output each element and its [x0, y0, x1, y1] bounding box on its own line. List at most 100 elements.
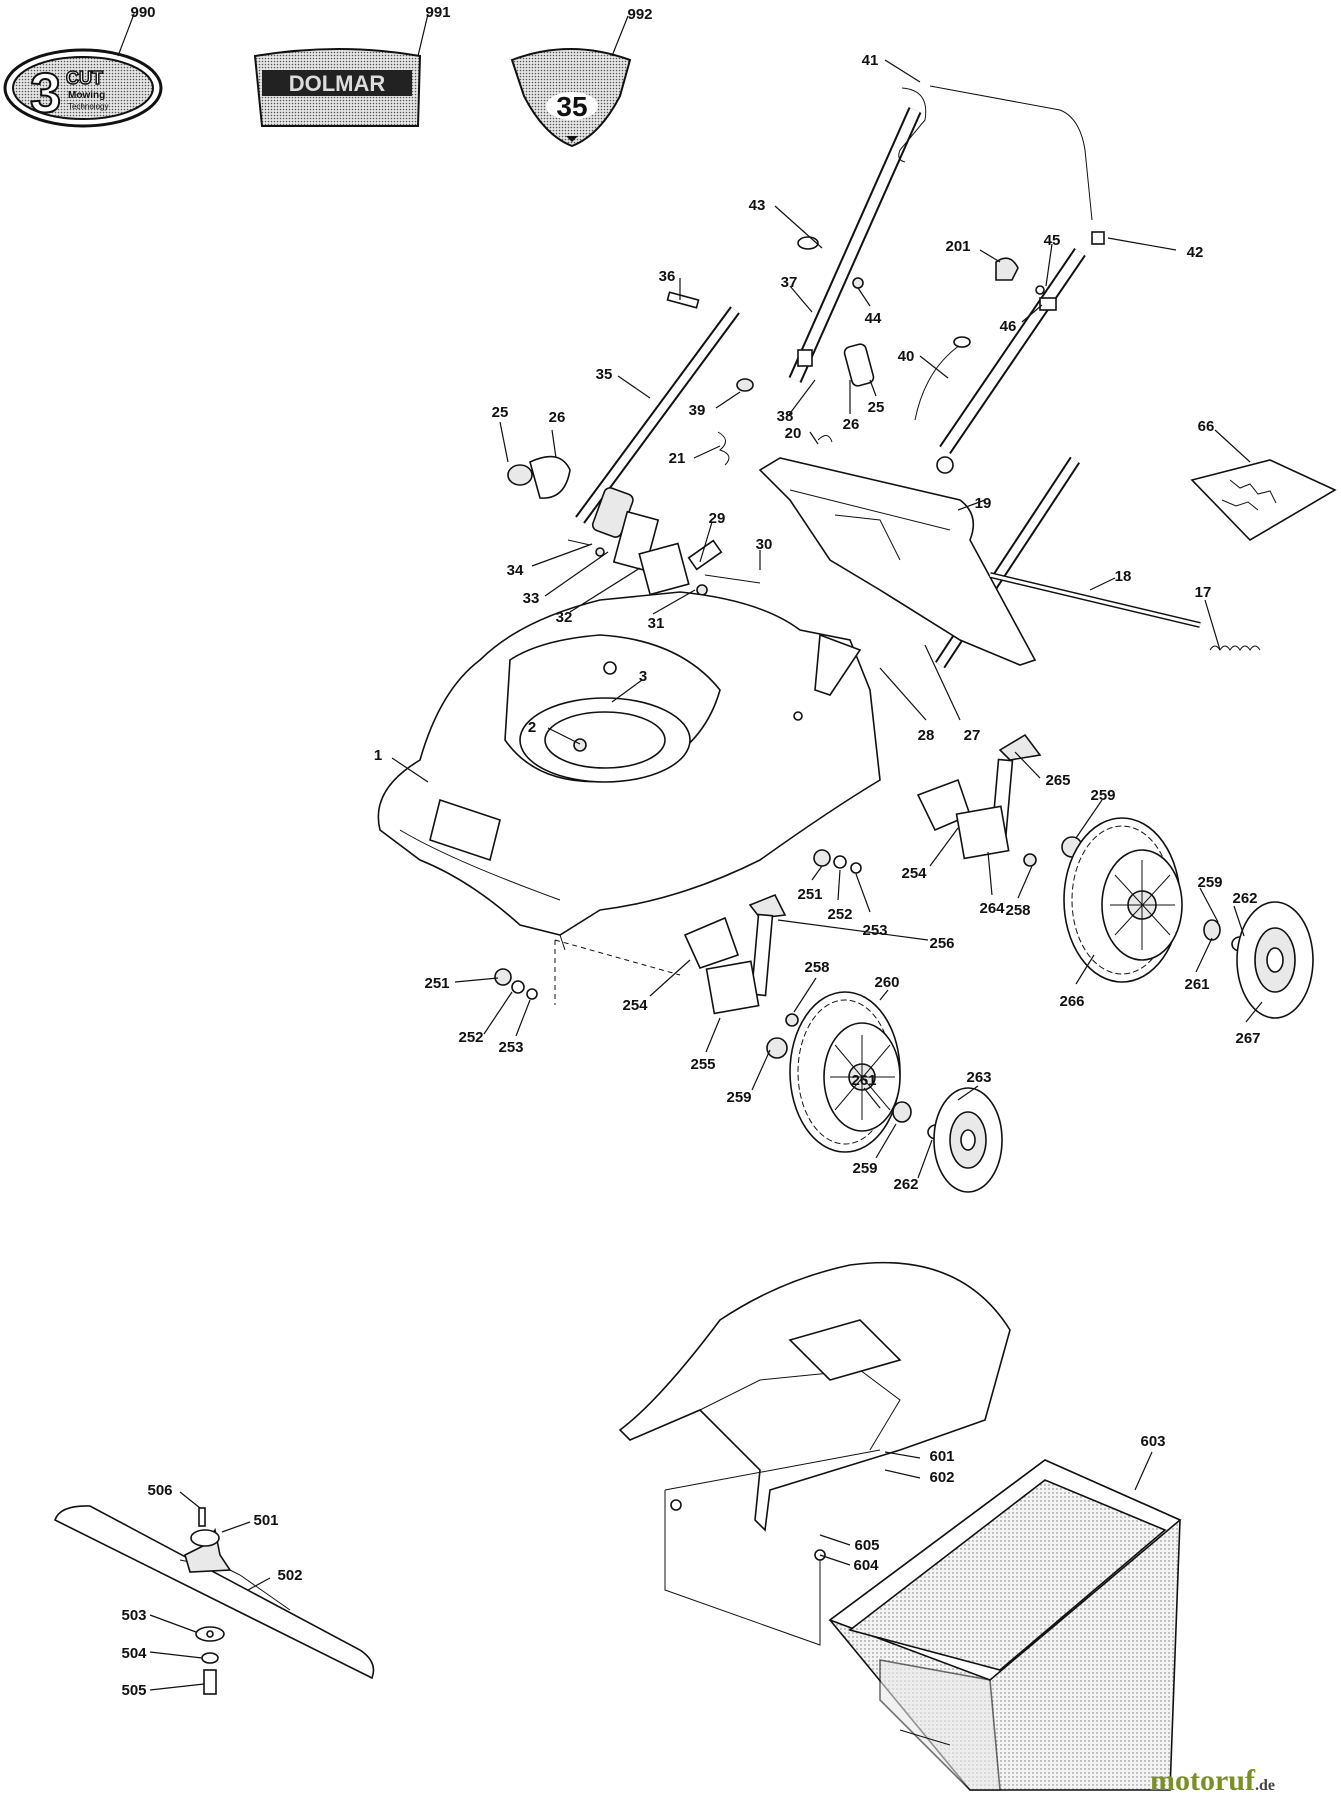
leader-line [179, 1491, 201, 1509]
part-number-label: 252 [458, 1029, 483, 1046]
leader-line [544, 551, 609, 597]
three-cut-logo: 3 CUT Mowing Technology [3, 48, 163, 128]
part-number-label: 25 [868, 399, 885, 416]
leader-line [979, 249, 1001, 263]
part-number-label: 20 [785, 425, 802, 442]
part-number-label: 259 [852, 1160, 877, 1177]
part-number-label: 27 [964, 727, 981, 744]
grass-catcher-lid [618, 1261, 1011, 1532]
part-number-label: 252 [827, 906, 852, 923]
rear-wheel-assembly [916, 733, 1314, 1019]
brand-name: DOLMAR [289, 71, 386, 96]
part-number-label: 26 [843, 416, 860, 433]
leader-line [1107, 237, 1177, 251]
leader-line [693, 445, 721, 459]
leader-line [531, 543, 593, 567]
spring-17 [1209, 645, 1261, 651]
leader-line [454, 977, 499, 983]
part-number-label: 43 [749, 197, 766, 214]
part-number-label: 256 [929, 935, 954, 952]
part-number-label: 502 [277, 1567, 302, 1584]
logo-mowing: Mowing [68, 90, 105, 101]
part-number-label: 992 [627, 6, 652, 23]
part-number-label: 261 [1184, 976, 1209, 993]
logo-technology: Technology [68, 102, 108, 111]
part-number-label: 505 [121, 1682, 146, 1699]
part-number-label: 990 [130, 4, 155, 21]
part-number-label: 603 [1140, 1433, 1165, 1450]
part-number-label: 45 [1044, 232, 1061, 249]
part-number-label: 42 [1187, 244, 1204, 261]
part-number-label: 37 [781, 274, 798, 291]
leader-line [884, 59, 921, 83]
logo-cut: CUT [66, 68, 103, 88]
part-number-label: 264 [979, 900, 1005, 917]
leader-line [149, 1614, 197, 1633]
leader-line [957, 499, 986, 511]
leader-line [875, 1123, 897, 1159]
part-number-label: 201 [945, 238, 970, 255]
part-number-label: 36 [659, 268, 676, 285]
part-number-label: 29 [709, 510, 726, 527]
leader-line [809, 431, 819, 445]
part-number-label: 46 [1000, 318, 1017, 335]
part-number-label: 267 [1235, 1030, 1260, 1047]
part-number-label: 259 [726, 1089, 751, 1106]
part-number-label: 32 [556, 609, 573, 626]
leader-line [884, 1451, 921, 1459]
part-number-label: 19 [975, 495, 992, 512]
leader-line [149, 1683, 205, 1691]
part-number-label: 41 [862, 52, 879, 69]
leader-line [787, 379, 816, 417]
part-number-label: 33 [523, 590, 540, 607]
leader-line [837, 869, 841, 901]
blade-assembly [54, 1505, 375, 1695]
leader-line [929, 827, 959, 867]
leader-line [917, 1139, 933, 1179]
part-number-label: 602 [929, 1469, 954, 1486]
leader-line [715, 391, 741, 409]
part-number-label: 260 [874, 974, 899, 991]
leader-line [1014, 751, 1041, 779]
part-number-label: 254 [622, 997, 648, 1014]
badge-35: 35 [556, 91, 587, 122]
part-number-label: 30 [756, 536, 773, 553]
leader-line [857, 287, 871, 307]
part-number-label: 39 [689, 402, 706, 419]
leader-line [987, 851, 993, 896]
leader-line [924, 644, 961, 721]
leader-line [247, 1577, 271, 1591]
leader-line [793, 977, 817, 1013]
part-number-label: 28 [918, 727, 935, 744]
leader-line [652, 589, 696, 615]
part-number-label: 605 [854, 1537, 879, 1554]
part-number-label: 503 [121, 1607, 146, 1624]
leader-line [811, 865, 823, 881]
leader-line [751, 1049, 771, 1091]
part-number-label: 991 [425, 4, 450, 21]
part-number-label: 251 [797, 886, 822, 903]
part-number-label: 2 [528, 719, 536, 736]
leader-line [957, 1085, 979, 1101]
leader-line [699, 521, 713, 563]
leader-line [499, 421, 509, 463]
leader-line [515, 999, 531, 1037]
part-number-label: 253 [862, 922, 887, 939]
leader-line [1075, 954, 1095, 985]
part-number-label: 1 [374, 747, 382, 764]
logo-3: 3 [30, 61, 61, 124]
leader-line [705, 1017, 721, 1053]
leader-line [1214, 429, 1251, 463]
part-number-label: 604 [853, 1557, 879, 1574]
leader-line [1021, 304, 1043, 323]
part-number-label: 262 [893, 1176, 918, 1193]
leader-line [884, 1469, 921, 1479]
part-number-label: 21 [669, 450, 686, 467]
grass-catcher-bag [828, 1459, 1182, 1791]
leader-line [1134, 1451, 1153, 1491]
part-number-label: 263 [966, 1069, 991, 1086]
part-number-label: 40 [898, 348, 915, 365]
part-number-label: 251 [424, 975, 449, 992]
